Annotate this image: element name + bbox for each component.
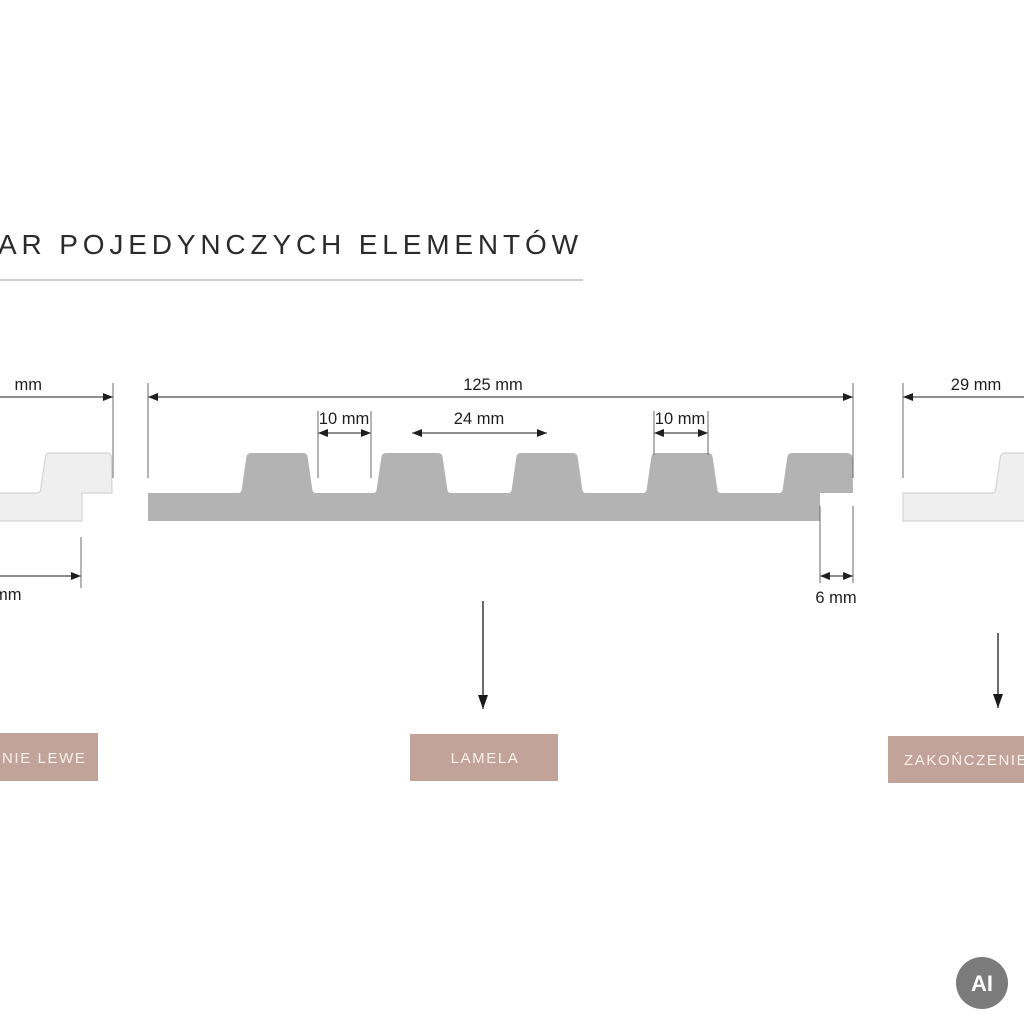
label-lamela-text: LAMELA [451, 750, 520, 767]
ai-badge-text: AI [971, 971, 993, 996]
dim-rib-top-label: 10 mm [655, 410, 705, 428]
label-right-end: ZAKOŃCZENIE [888, 736, 1024, 783]
label-left-end: NIE LEWE [0, 733, 98, 781]
dim-tongue-label: 6 mm [815, 589, 856, 607]
dim-lamela-width-label: 125 mm [463, 376, 523, 394]
label-left-end-text: NIE LEWE [2, 750, 86, 767]
left-end-profile [0, 452, 113, 522]
dim-groove-width-label: 10 mm [319, 410, 369, 428]
label-right-end-text: ZAKOŃCZENIE [904, 752, 1024, 769]
section-title: AR POJEDYNCZYCH ELEMENTÓW [0, 229, 579, 260]
dim-pitch-label: 24 mm [454, 410, 504, 428]
label-lamela-bg [410, 734, 558, 781]
ai-badge-bg [956, 957, 1008, 1009]
label-left-end-bg [0, 733, 98, 781]
label-lamela: LAMELA [410, 734, 558, 781]
dim-left-offset-label: mm [0, 586, 22, 604]
ai-badge-button[interactable]: AI [956, 957, 1008, 1009]
dim-right-width-label: 29 mm [951, 376, 1001, 394]
label-right-end-bg [888, 736, 1024, 783]
lamela-profile [148, 453, 853, 521]
dim-left-width-label: mm [15, 376, 43, 394]
right-end-profile [902, 452, 1024, 522]
